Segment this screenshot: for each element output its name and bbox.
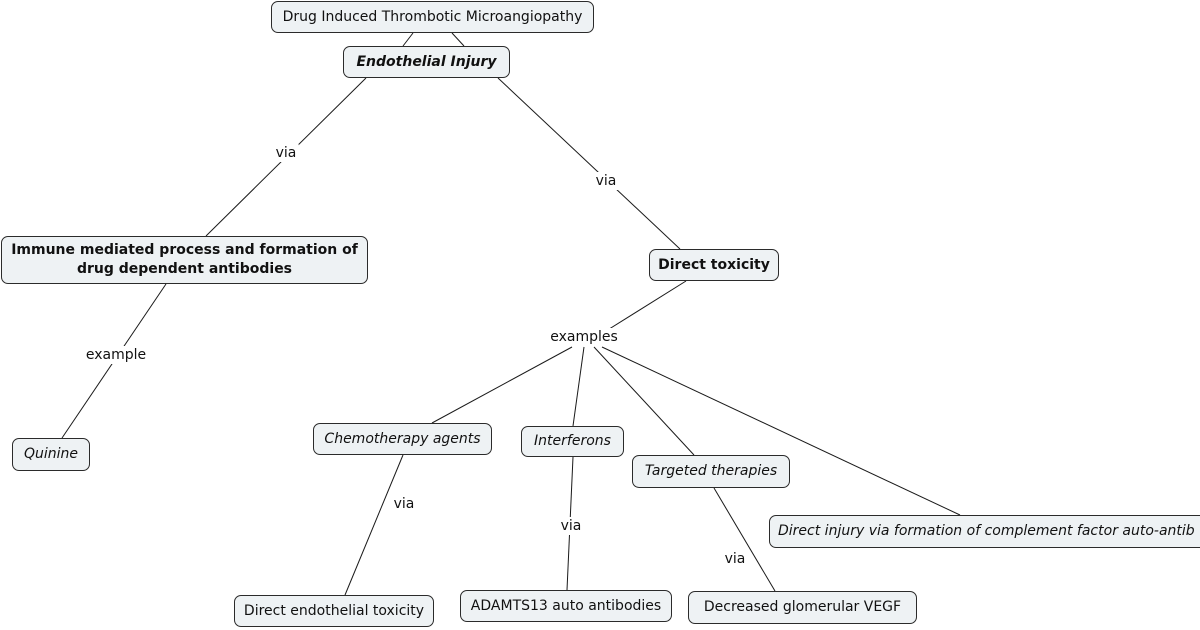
node-adamts13-auto-antibodies[interactable]: ADAMTS13 auto antibodies bbox=[460, 590, 672, 622]
link-label-example: example bbox=[83, 346, 149, 364]
connector-root-to-injury-b bbox=[451, 32, 465, 47]
connector-examples-to-chemotherapy bbox=[431, 346, 573, 424]
node-interferons[interactable]: Interferons bbox=[521, 426, 624, 457]
connector-examples-to-targeted bbox=[593, 346, 695, 456]
connector-chemotherapy-to-endothelial-toxicity bbox=[344, 454, 404, 596]
link-label-via-targeted: via bbox=[722, 550, 748, 568]
connector-injury-to-direct-toxicity bbox=[497, 77, 681, 250]
node-direct-toxicity[interactable]: Direct toxicity bbox=[649, 249, 779, 281]
link-label-via-immune: via bbox=[273, 144, 299, 162]
link-label-via-direct-toxicity: via bbox=[593, 172, 619, 190]
node-chemotherapy-agents[interactable]: Chemotherapy agents bbox=[313, 423, 492, 455]
node-drug-induced-tma[interactable]: Drug Induced Thrombotic Microangiopathy bbox=[271, 1, 594, 33]
node-complement-auto-antibodies[interactable]: Direct injury via formation of complemen… bbox=[769, 515, 1200, 548]
link-label-examples: examples bbox=[548, 328, 620, 346]
node-immune-mediated-process[interactable]: Immune mediated process and formation of… bbox=[1, 236, 368, 284]
connector-targeted-to-vegf bbox=[713, 487, 776, 592]
connector-root-to-injury-a bbox=[402, 32, 414, 47]
node-quinine[interactable]: Quinine bbox=[12, 438, 90, 471]
connector-examples-to-complement bbox=[601, 346, 961, 516]
node-targeted-therapies[interactable]: Targeted therapies bbox=[632, 455, 790, 488]
link-label-via-chemotherapy: via bbox=[391, 495, 417, 513]
node-decreased-glomerular-vegf[interactable]: Decreased glomerular VEGF bbox=[688, 591, 917, 624]
connector-direct-toxicity-to-examples bbox=[597, 280, 687, 337]
node-endothelial-injury[interactable]: Endothelial Injury bbox=[343, 46, 510, 78]
node-direct-endothelial-toxicity[interactable]: Direct endothelial toxicity bbox=[234, 595, 434, 627]
link-label-via-interferons: via bbox=[558, 517, 584, 535]
connector-examples-to-interferons bbox=[572, 346, 585, 427]
